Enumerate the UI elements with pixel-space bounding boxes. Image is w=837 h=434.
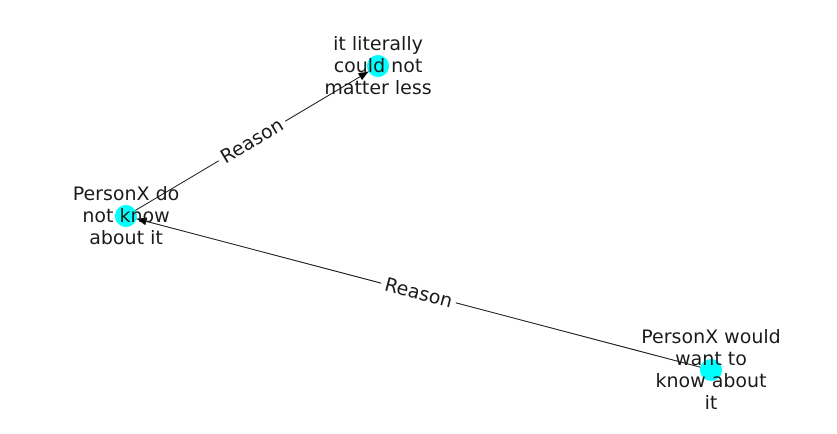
node-label-line: PersonX would bbox=[641, 326, 780, 348]
node-label-line: know about bbox=[655, 370, 766, 392]
node-label-line: it literally bbox=[333, 33, 423, 55]
edge-arrowhead-1 bbox=[357, 71, 369, 81]
node-label-line: about it bbox=[89, 227, 163, 249]
edge-label-background-2 bbox=[378, 271, 459, 315]
edge-label-group-2: Reason bbox=[378, 271, 459, 315]
nodes-layer bbox=[115, 55, 722, 381]
node-n3[interactable] bbox=[700, 359, 722, 381]
edge-label-group-1: Reason bbox=[212, 110, 292, 172]
node-n2[interactable] bbox=[115, 205, 137, 227]
node-label-line: want to bbox=[675, 348, 747, 370]
edge-arrowhead-2 bbox=[136, 217, 148, 226]
node-label-line: not know bbox=[82, 205, 169, 227]
node-label-line: PersonX do bbox=[73, 183, 180, 205]
node-label-line: matter less bbox=[324, 77, 431, 99]
edges-layer bbox=[125, 71, 712, 371]
edge-label-1: Reason bbox=[217, 114, 288, 168]
node-label-line: it bbox=[705, 392, 718, 414]
node-n1[interactable] bbox=[367, 55, 389, 77]
node-label-line: could not bbox=[334, 55, 423, 77]
edge-label-2: Reason bbox=[382, 274, 455, 313]
edge-label-background-1 bbox=[212, 110, 292, 172]
